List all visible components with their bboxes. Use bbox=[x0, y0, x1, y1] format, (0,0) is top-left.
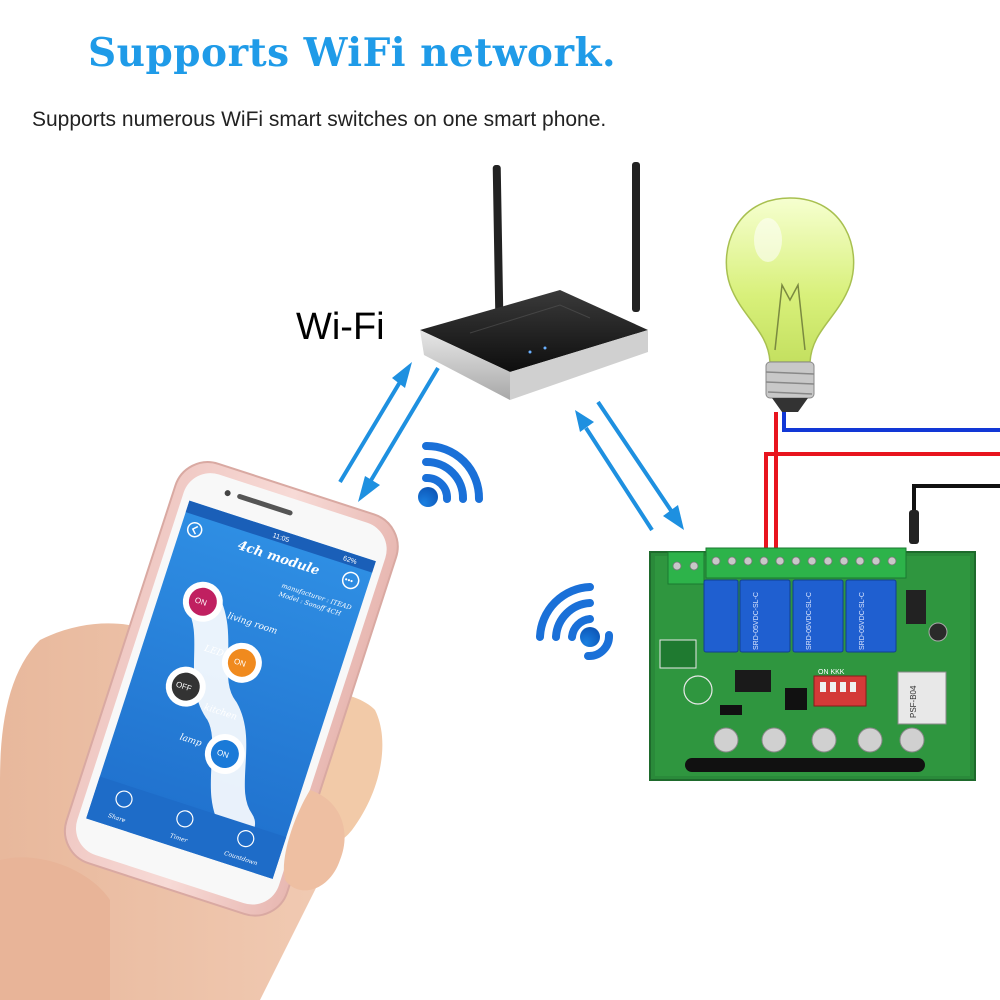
signal-arrows bbox=[338, 362, 684, 532]
back-icon bbox=[186, 521, 203, 538]
channel-toggle-3[interactable] bbox=[168, 669, 203, 704]
channel-toggle-1[interactable] bbox=[185, 584, 220, 619]
wifi-signal-icon-board bbox=[536, 583, 613, 660]
fingers bbox=[0, 790, 345, 1000]
back-icon-chevron bbox=[191, 525, 199, 535]
page-title: Supports WiFi network. bbox=[88, 30, 617, 76]
relay-label-2: SRD-05VDC-SL-C bbox=[806, 592, 813, 650]
svg-text:•••: ••• bbox=[343, 575, 354, 586]
router-label: Wi-Fi bbox=[296, 306, 385, 348]
board-buttons bbox=[713, 727, 925, 753]
more-icon bbox=[341, 571, 360, 590]
wifi-signal-icon bbox=[418, 441, 484, 507]
countdown-icon[interactable] bbox=[236, 829, 256, 849]
channel-state-2: ON bbox=[233, 657, 247, 669]
smartphone: 11:05 62% 4ch module ••• manufacturer : … bbox=[63, 461, 399, 917]
share-icon[interactable] bbox=[114, 789, 134, 809]
black-wire bbox=[912, 484, 1000, 540]
wifi-router bbox=[420, 162, 648, 400]
blue-wire bbox=[782, 410, 1000, 432]
plug-jack bbox=[909, 510, 919, 544]
status-time: 11:05 bbox=[272, 532, 290, 544]
channel-state-1: ON bbox=[194, 596, 208, 608]
relay-label: SRD-05VDC-SL-C bbox=[753, 592, 760, 650]
channel-toggle-4[interactable] bbox=[207, 736, 242, 771]
status-battery: 62% bbox=[342, 555, 357, 566]
wires bbox=[764, 410, 1000, 566]
channel-state-4: ON bbox=[216, 748, 230, 760]
light-bulb bbox=[725, 197, 855, 412]
relays: SRD-05VDC-SL-C SRD-05VDC-SL-C SRD-05VDC-… bbox=[703, 579, 897, 653]
relay-label-3: SRD-05VDC-SL-C bbox=[859, 592, 866, 650]
timer-icon[interactable] bbox=[175, 809, 195, 829]
relay-board: SRD-05VDC-SL-C SRD-05VDC-SL-C SRD-05VDC-… bbox=[649, 547, 976, 781]
dip-switch-label: ON KKK bbox=[818, 669, 845, 676]
page-subtitle: Supports numerous WiFi smart switches on… bbox=[32, 108, 607, 131]
module-label: PSF-B04 bbox=[909, 685, 918, 718]
channel-toggle-2[interactable] bbox=[224, 645, 259, 680]
